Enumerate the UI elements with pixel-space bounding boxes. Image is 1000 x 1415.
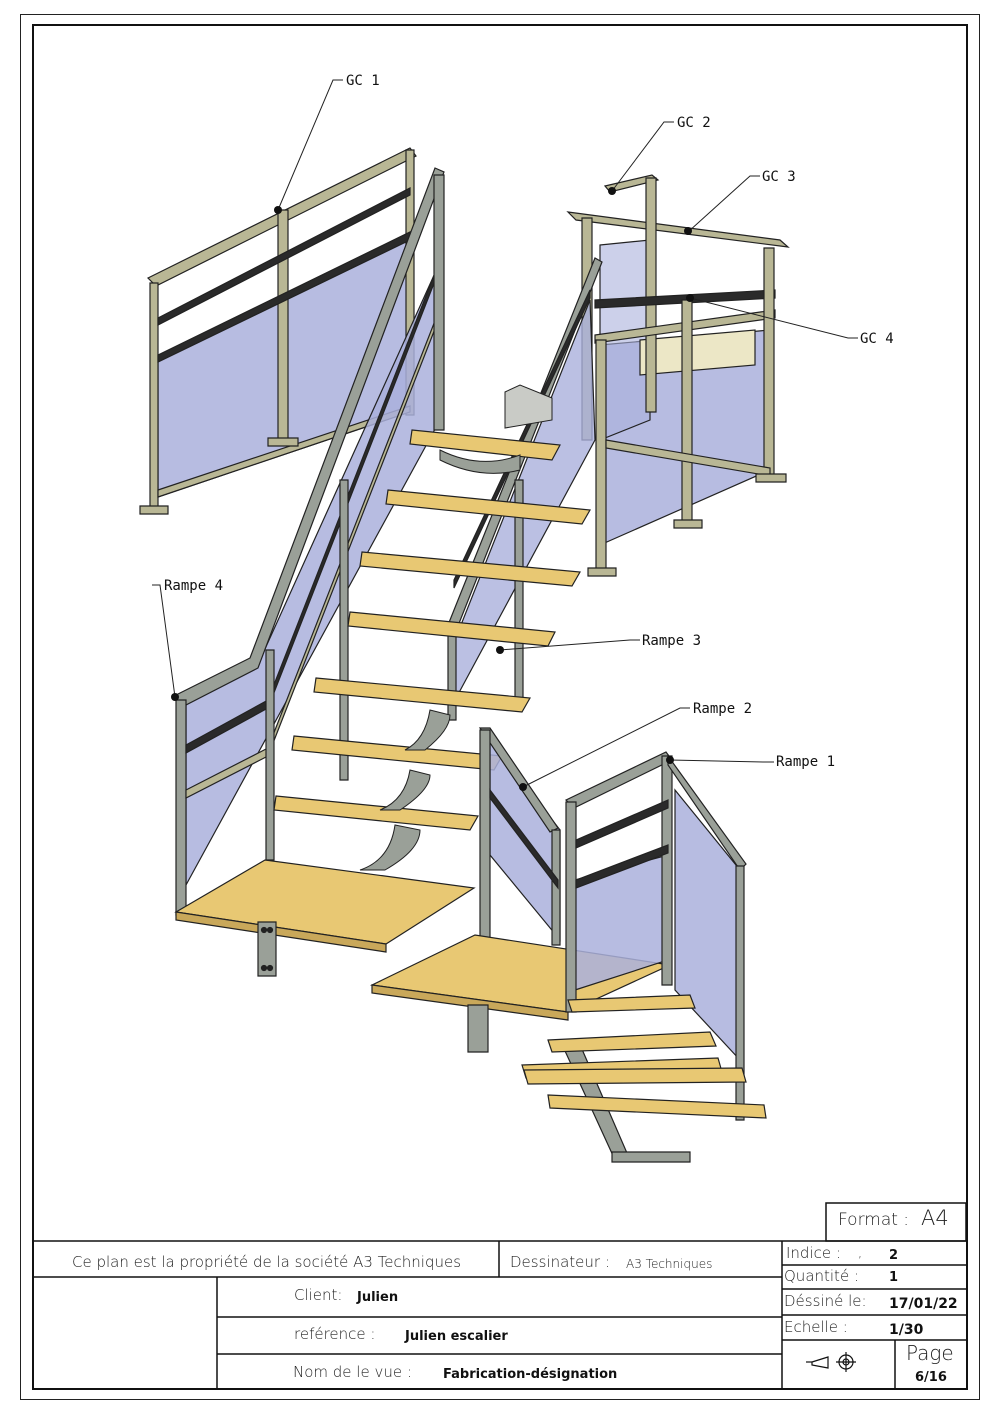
- indice-value: 2: [889, 1248, 899, 1263]
- upper-flight-treads: [273, 429, 591, 831]
- leader-lines: [152, 79, 858, 788]
- dessine-label: Déssiné le:: [784, 1292, 867, 1310]
- client-value: Julien: [357, 1290, 399, 1305]
- label-rampe3: Rampe 3: [642, 633, 701, 649]
- intermediate-landing: [174, 859, 476, 977]
- client-label: Client:: [294, 1286, 343, 1304]
- sheet-inner-border: [32, 24, 968, 1390]
- label-gc4: GC 4: [860, 331, 894, 347]
- label-gc2: GC 2: [677, 115, 711, 131]
- rampe-1: [564, 751, 747, 1121]
- label-gc3: GC 3: [762, 169, 796, 185]
- rampe-4: [172, 167, 445, 916]
- format-value: A4: [921, 1206, 949, 1230]
- title-block-grid: [32, 1202, 968, 1388]
- label-gc1: GC 1: [346, 73, 380, 89]
- lower-flight-treads: [521, 994, 767, 1163]
- echelle-label: Echelle :: [784, 1318, 848, 1336]
- sheet-outer-border: [20, 14, 980, 1400]
- leader-dots: [171, 187, 694, 791]
- vue-value: Fabrication-désignation: [443, 1367, 618, 1382]
- reference-value: Julien escalier: [405, 1329, 508, 1344]
- dessinateur-label: Dessinateur :: [510, 1253, 610, 1271]
- upper-flight-stringers: [359, 384, 553, 871]
- dessinateur-value: A3 Techniques: [626, 1257, 713, 1271]
- projection-symbol-icon: [806, 1352, 856, 1372]
- label-rampe2: Rampe 2: [693, 701, 752, 717]
- echelle-value: 1/30: [889, 1322, 924, 1338]
- indice-label: Indice :: [786, 1244, 841, 1262]
- quantite-label: Quantité :: [784, 1267, 859, 1285]
- rampe-2: [478, 727, 561, 961]
- vue-label: Nom de le vue :: [293, 1363, 412, 1381]
- label-rampe4: Rampe 4: [164, 578, 223, 594]
- guardrail-gc2-gc3-gc4: [566, 174, 790, 577]
- ownership-notice: Ce plan est la propriété de la société A…: [72, 1253, 462, 1271]
- quantite-value: 1: [889, 1270, 899, 1285]
- format-label: Format :: [838, 1210, 910, 1230]
- indice-separator: ,: [858, 1246, 863, 1261]
- dessine-value: 17/01/22: [889, 1296, 958, 1312]
- label-rampe1: Rampe 1: [776, 754, 835, 770]
- rampe-3: [445, 257, 603, 721]
- page-label: Page: [906, 1341, 954, 1365]
- reference-label: reférence :: [294, 1325, 376, 1343]
- page-value: 6/16: [915, 1370, 947, 1385]
